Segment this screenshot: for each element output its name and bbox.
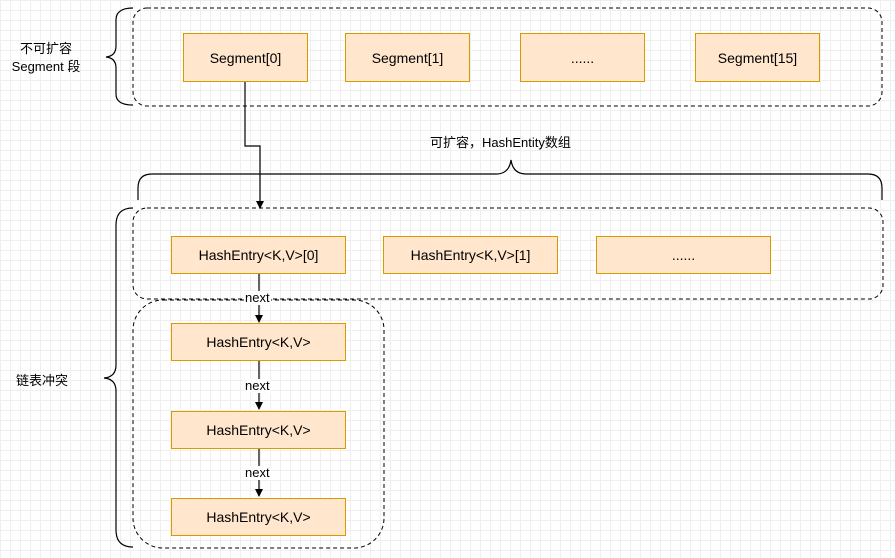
hashentry-node: HashEntry<K,V>[0] [171, 236, 346, 274]
chain-conflict-label: 链表冲突 [16, 373, 69, 388]
array-brace [137, 159, 883, 200]
next-edge-label: next [244, 378, 271, 393]
segment-node: ...... [520, 33, 645, 82]
hashentry-array-frame [132, 207, 884, 300]
next-edge-label: next [244, 465, 271, 480]
chain-brace [103, 207, 134, 548]
segment-brace [105, 7, 134, 106]
segment-node: Segment[1] [345, 33, 470, 82]
segment-group-label-line1: 不可扩容 [19, 41, 72, 56]
expandable-label: 可扩容，HashEntity数组 [430, 135, 571, 150]
chain-node: HashEntry<K,V> [171, 411, 346, 449]
segment-group-label: 不可扩容 Segment 段 [3, 40, 89, 76]
segment-to-array-arrow [244, 82, 264, 209]
segment-node: Segment[0] [183, 33, 308, 82]
chain-frame [132, 299, 385, 549]
chain-node: HashEntry<K,V> [171, 498, 346, 536]
segment-group-label-line2: Segment 段 [11, 59, 81, 74]
hashentry-node: HashEntry<K,V>[1] [383, 236, 558, 274]
hashentry-node: ...... [596, 236, 771, 274]
next-edge-label: next [244, 290, 271, 305]
segment-node: Segment[15] [695, 33, 820, 82]
segment-group-frame [132, 7, 883, 107]
chain-node: HashEntry<K,V> [171, 323, 346, 361]
